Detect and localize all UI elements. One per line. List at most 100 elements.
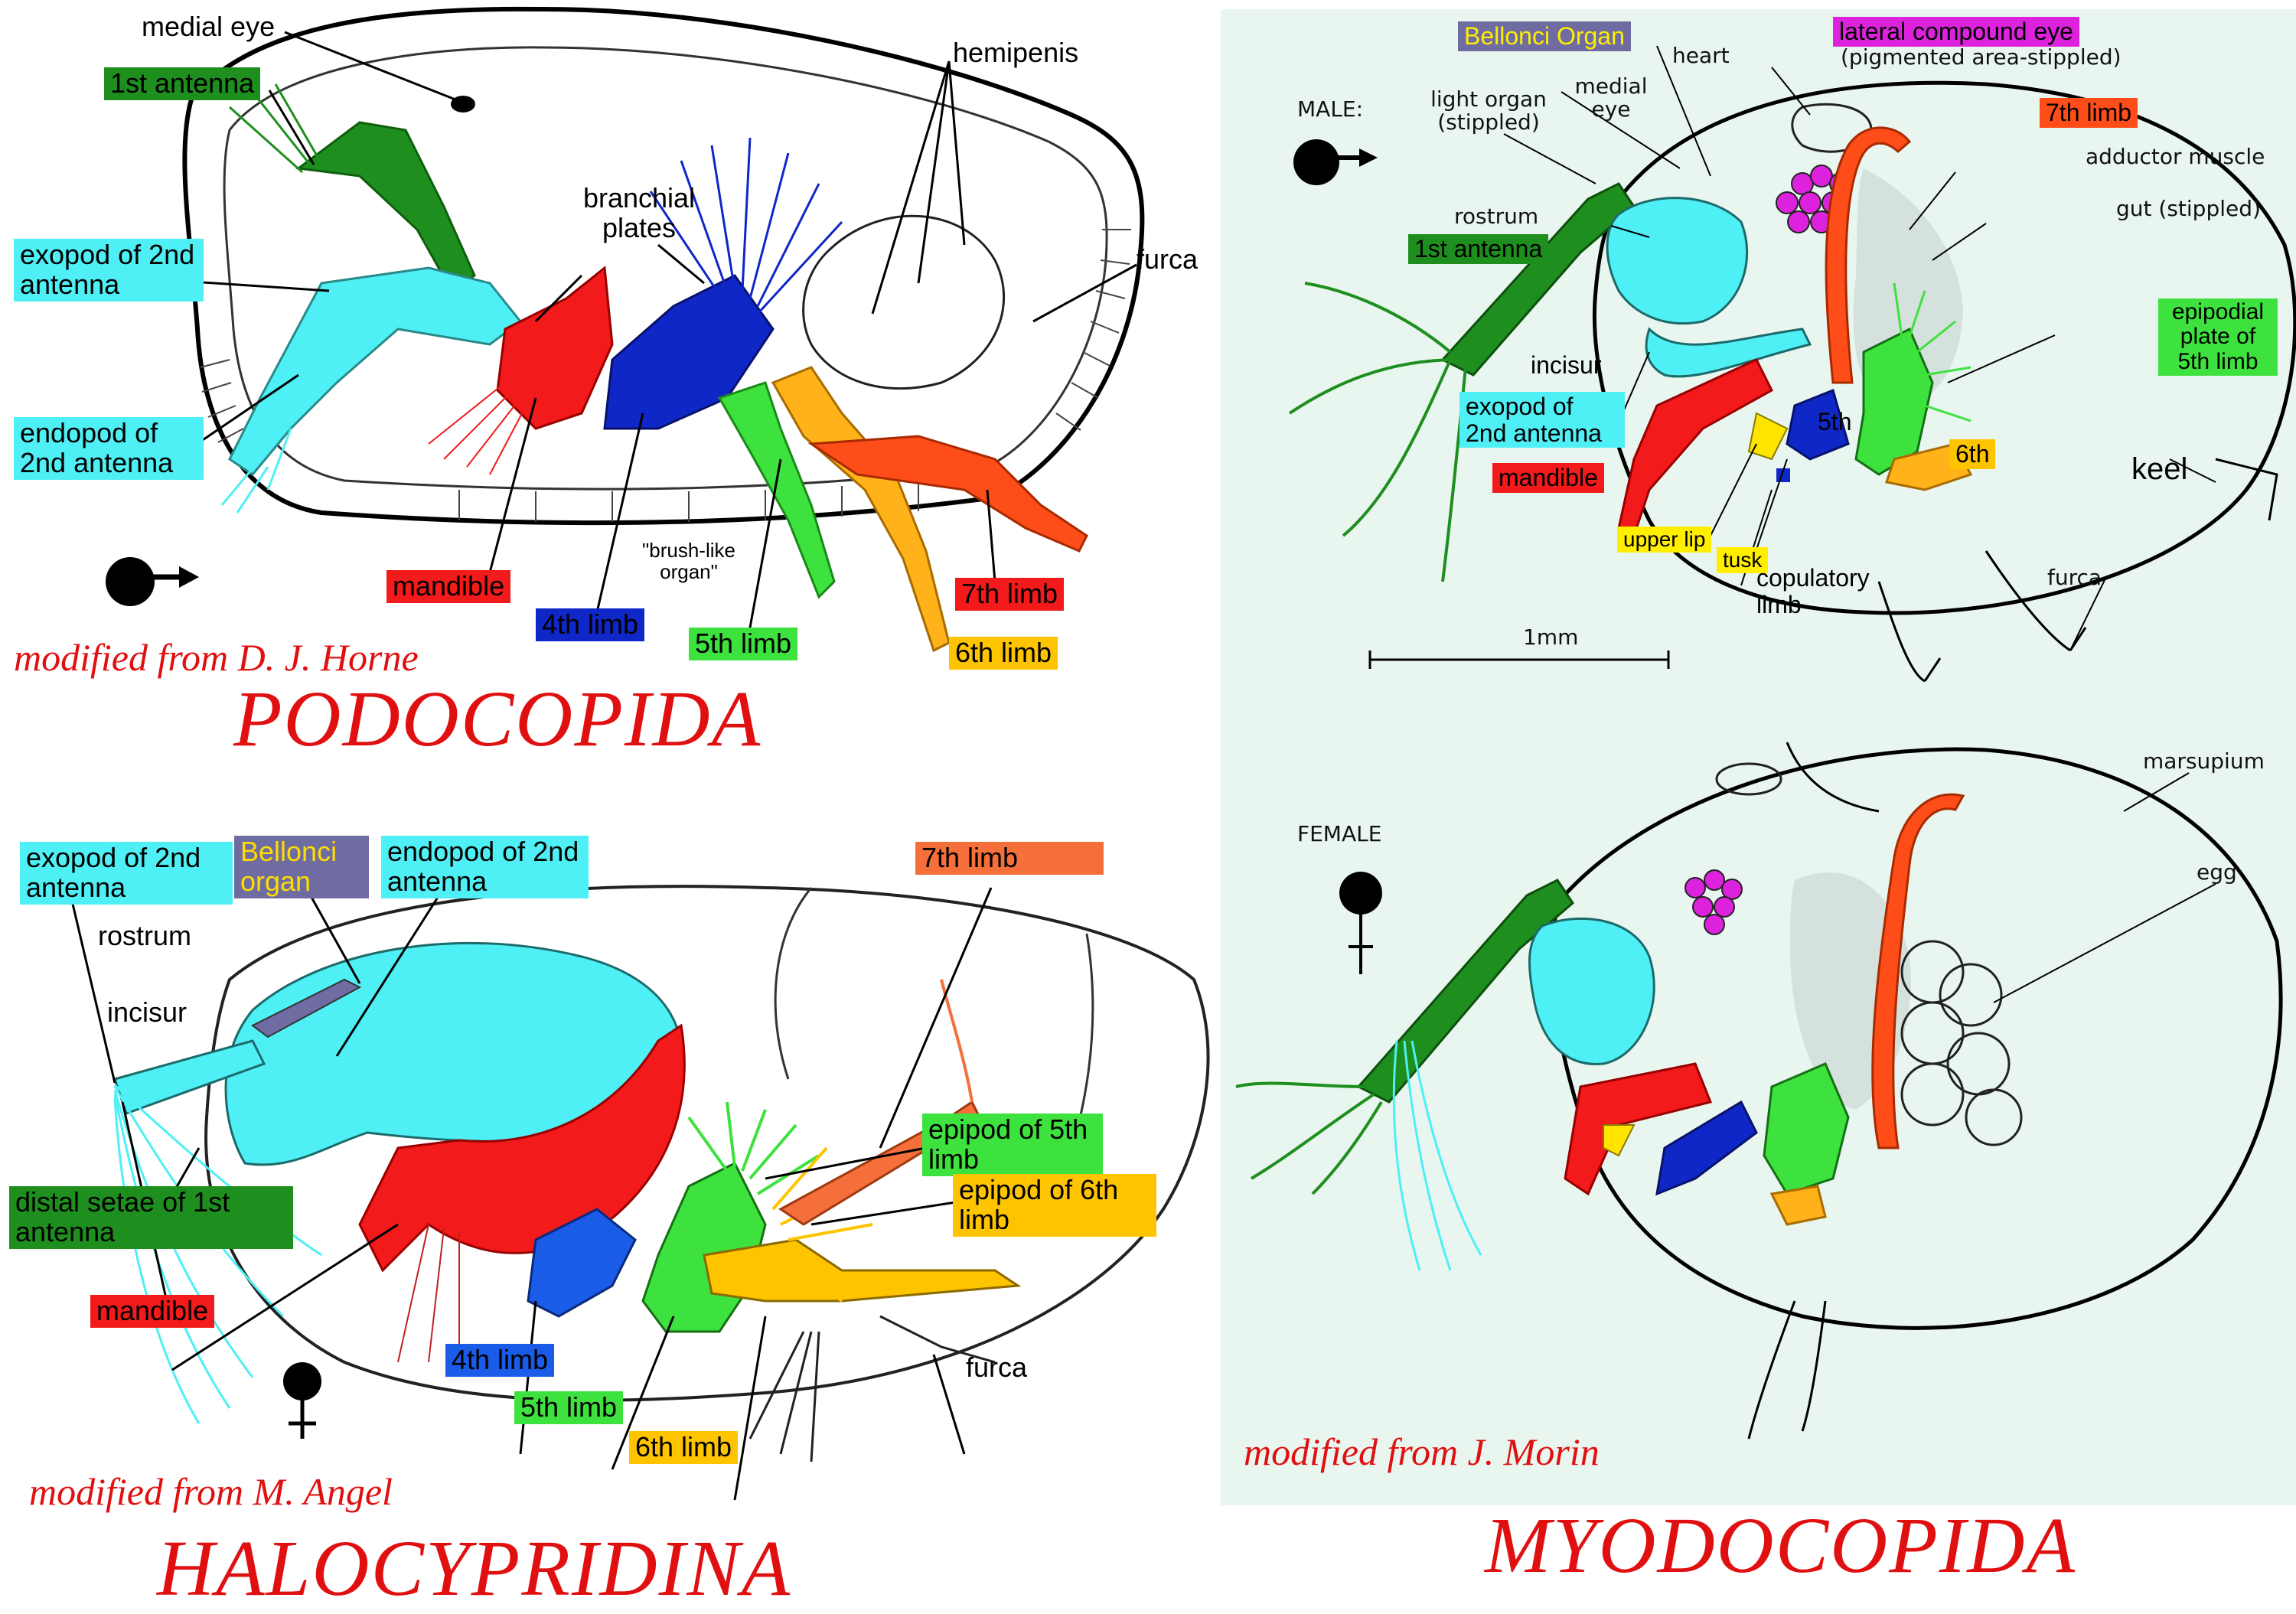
podocopida-antenna-setae <box>228 83 319 174</box>
halocypridina-seventh-limb-tip <box>940 979 974 1103</box>
podo-label-sixth-limb: 6th limb <box>949 637 1058 670</box>
myodo-label-fifth: 5th <box>1818 408 1852 435</box>
podo-label-seventh-limb: 7th limb <box>955 578 1065 611</box>
podocopida-panel: medial eye 1st antenna hemipenis branchi… <box>0 0 1217 765</box>
podocopida-branchial-plates <box>649 137 843 315</box>
halocypridina-bellonci-organ <box>251 978 362 1039</box>
halo-label-fourth-limb: 4th limb <box>445 1344 555 1377</box>
myodo-female-second-antenna <box>1528 917 1655 1065</box>
podocopida-fifth-limb <box>717 381 836 599</box>
podocopida-mandible-shape <box>496 266 614 430</box>
podocopida-antenna2-setae <box>220 428 292 514</box>
myodo-label-exopod: exopod of 2nd antenna <box>1459 392 1625 448</box>
podocopida-hemipenis <box>802 214 1006 390</box>
podo-label-furca: furca <box>1137 243 1199 275</box>
halo-label-fifth-limb: 5th limb <box>514 1391 624 1424</box>
halocypridina-sixth-limb <box>703 1238 1022 1303</box>
halo-label-epipod-6th: epipod of 6th limb <box>953 1174 1156 1237</box>
halo-label-sixth-limb: 6th limb <box>629 1431 739 1464</box>
myodocopida-panel: MALE: Bellonci Organ heart lateral compo… <box>1221 0 2296 1607</box>
halocypridina-mandible-shape <box>358 1023 686 1273</box>
podo-label-fifth-limb: 5th limb <box>689 628 798 660</box>
podo-label-endopod: endopod of 2nd antenna <box>14 417 204 480</box>
myodo-female-marsupium-line <box>1786 742 1880 813</box>
myodo-male-antenna-setae <box>1288 282 1467 582</box>
myodo-female-upper-lip <box>1603 1124 1636 1157</box>
myodo-male-upper-lip <box>1747 412 1789 461</box>
myodo-male-seventh-limb <box>1825 126 1912 384</box>
halo-label-incisur: incisur <box>107 996 188 1028</box>
myodocopida-credit: modified from J. Morin <box>1244 1430 1600 1473</box>
podocopida-credit: modified from D. J. Horne <box>14 636 419 679</box>
podocopida-carapace <box>182 6 1145 526</box>
myodo-female-heart <box>1715 762 1782 796</box>
myodo-label-marsupium: marsupium <box>2143 748 2265 774</box>
podo-label-mandible: mandible <box>386 570 511 603</box>
podocopida-seventh-limb <box>807 435 1088 553</box>
halocypridina-credit: modified from M. Angel <box>29 1470 393 1513</box>
myodo-label-epipodial: epipodial plate of 5th limb <box>2158 298 2278 377</box>
myodo-male-symbol <box>1293 139 1378 185</box>
myodo-label-heart: heart <box>1672 43 1730 68</box>
myodo-label-tusk: tusk <box>1717 547 1769 574</box>
myodo-female-sixth-limb <box>1769 1185 1827 1226</box>
myodo-male-second-antenna <box>1606 197 1749 325</box>
myodo-male-mandible <box>1617 358 1773 538</box>
podocopida-male-symbol <box>106 557 199 606</box>
halo-label-furca: furca <box>966 1352 1028 1383</box>
myodo-label-medial-eye: medial eye <box>1574 73 1648 122</box>
podocopida-second-antenna <box>228 266 523 476</box>
halo-label-endopod: endopod of 2nd antenna <box>381 836 589 898</box>
halo-label-rostrum: rostrum <box>98 920 192 951</box>
podocopida-pointer-lines <box>191 31 1137 628</box>
halocypridina-fourth-limb <box>527 1208 637 1318</box>
myodo-female-pointer-lines <box>1993 772 2216 1003</box>
myodo-label-pigmented: (pigmented area-stippled) <box>1841 44 2122 70</box>
myodo-label-incisur: incisur <box>1531 351 1602 379</box>
myodo-label-seventh-limb: 7th limb <box>2040 98 2138 128</box>
myodo-male-compound-eye <box>1776 165 1852 233</box>
myodo-female-label: FEMALE <box>1297 821 1382 846</box>
myodo-label-egg: egg <box>2197 859 2237 885</box>
myodo-scale-text: 1mm <box>1523 624 1579 650</box>
myodo-female-fourth-limb <box>1655 1100 1758 1196</box>
halocypridina-mandible-setae <box>397 1224 460 1363</box>
halocypridina-furca <box>748 1315 996 1462</box>
myodo-female-symbol <box>1339 872 1382 974</box>
myodo-label-rostrum: rostrum <box>1454 204 1539 229</box>
podo-label-exopod: exopod of 2nd antenna <box>14 239 204 302</box>
halo-label-epipod-5th: epipod of 5th limb <box>922 1113 1103 1176</box>
myodo-label-furca-male: furca <box>2047 565 2102 590</box>
halo-label-bellonci-organ: Bellonci organ <box>234 836 369 898</box>
podo-label-fourth-limb: 4th limb <box>536 608 645 641</box>
myodo-label-sixth: 6th <box>1949 439 1996 469</box>
podo-label-first-antenna: 1st antenna <box>104 67 261 100</box>
myodo-male-fifth-setae <box>1893 282 1971 422</box>
myodo-label-first-antenna: 1st antenna <box>1408 234 1549 264</box>
myodo-label-copulatory: copulatory limb <box>1756 564 1870 618</box>
podo-label-hemipenis: hemipenis <box>953 37 1079 68</box>
myodo-female-carapace <box>1551 747 2283 1330</box>
podo-label-branchial-plates: branchial plates <box>582 182 696 243</box>
myodo-label-mandible: mandible <box>1492 463 1604 493</box>
myodocopida-background <box>1221 9 2296 1505</box>
podocopida-title: PODOCOPIDA <box>233 675 762 763</box>
myodo-male-label: MALE: <box>1297 96 1364 122</box>
myodo-male-fourth-limb <box>1786 388 1850 461</box>
halocypridina-title: HALOCYPRIDINA <box>157 1524 792 1612</box>
myodo-female-furca <box>1747 1300 1827 1440</box>
podocopida-first-antenna <box>295 121 476 293</box>
myodo-label-bellonci: Bellonci Organ <box>1458 21 1631 51</box>
podocopida-mandible-setae <box>428 382 529 475</box>
myodo-label-keel: keel <box>2131 452 2188 486</box>
myodo-label-adductor: adductor muscle <box>2086 144 2265 169</box>
halo-label-distal-setae: distal setae of 1st antenna <box>9 1186 293 1249</box>
myodo-female-exopod-setae <box>1392 1040 1482 1271</box>
halo-label-mandible: mandible <box>90 1295 215 1328</box>
myodo-label-upper-lip: upper lip <box>1617 527 1712 553</box>
myodo-label-light-organ: light organ (stippled) <box>1430 86 1547 135</box>
myodocopida-drawing <box>1235 45 2296 1440</box>
myodo-female-compound-eye <box>1684 869 1743 935</box>
myodocopida-title: MYODOCOPIDA <box>1485 1502 2077 1590</box>
podo-label-brush-like-organ: "brush-like organ" <box>642 539 735 584</box>
